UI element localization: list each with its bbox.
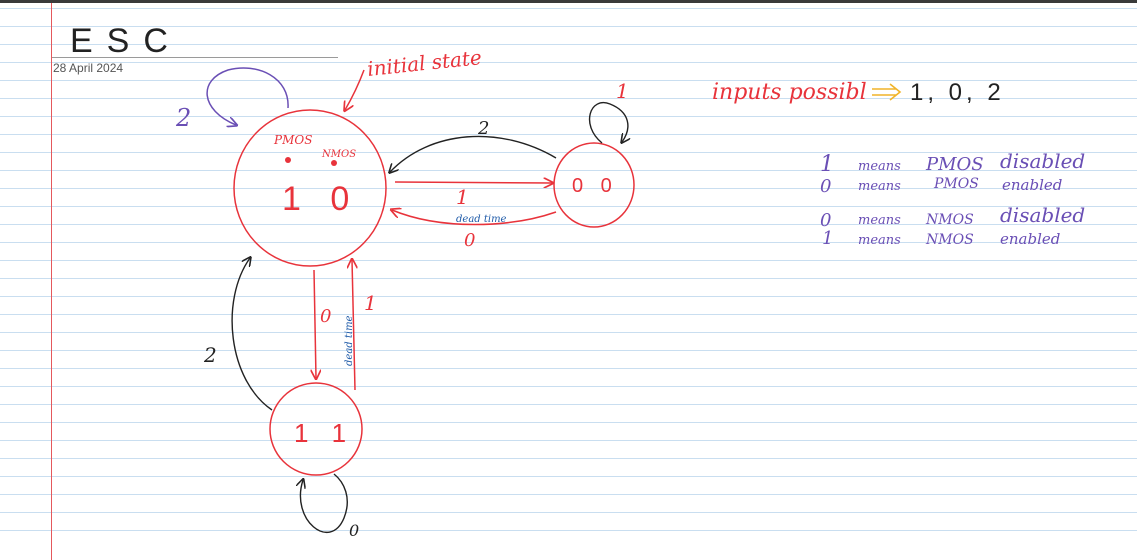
pmos-probe-dot [285,157,291,163]
self-loop-initial-label: 2 [175,104,191,132]
legend-state: enabled [1002,176,1062,194]
self-loop-right-arrow [588,101,628,143]
transition-right-to-initial-label: 2 [477,118,489,139]
state-initial-pmos-label: PMOS [273,133,312,147]
state-bottom-circle [269,382,363,476]
legend-word: means [858,233,901,248]
state-right-digits: 0 0 [572,175,618,197]
legend-row: 0 means NMOS disabled [820,203,1085,231]
transition-right-back-lower-arrow [392,210,557,226]
legend-row: 1 means NMOS enabled [822,228,1060,249]
initial-state-label: initial state [366,45,483,81]
title-underline [52,57,338,58]
legend-value: 1 [820,152,834,177]
legend-row: 1 means PMOS disabled [820,149,1085,177]
transition-right-back-lower-label: 0 [464,230,475,251]
transition-initial-to-right-label: 1 [456,185,469,209]
legend-row: 0 means PMOS enabled [820,176,1062,197]
state-initial-digits: 1 0 [282,180,359,218]
initial-state-pointer-arrow [345,69,365,110]
page-date: 28 April 2024 [53,61,124,75]
self-loop-initial-arrow [206,67,289,125]
legend-device: NMOS [925,212,974,228]
transition-bottom-to-initial-arrow [352,260,355,391]
ruled-notebook-page[interactable] [0,3,1137,560]
transition-initial-to-right-arrow [394,182,552,183]
transition-initial-to-bottom-arrow [314,269,316,378]
inputs-label: inputs possibl [712,80,867,105]
page-title: ESC [70,22,182,60]
legend-state: enabled [1000,230,1060,248]
page-margin-line [51,3,52,560]
window-top-border [0,0,1137,3]
legend-device: PMOS [925,154,984,175]
legend-word: means [858,179,901,194]
legend-device: PMOS [933,176,979,192]
transition-bottom-curve-initial-arrow [231,258,273,411]
legend-value: 1 [822,228,833,249]
dead-time-label-horizontal: dead time [456,214,507,225]
state-bottom-digits: 1 1 [294,418,354,448]
transition-right-to-initial-arrow [390,135,557,172]
transition-bottom-to-initial-label: 1 [364,291,377,315]
self-loop-bottom-arrow [300,473,348,533]
legend-state: disabled [1000,149,1085,173]
legend-device: NMOS [925,232,974,248]
inputs-values: 1, 0, 2 [910,79,1005,106]
legend-word: means [858,213,901,228]
transition-bottom-curve-initial-label: 2 [203,343,217,367]
legend-word: means [858,159,901,174]
state-initial-circle [233,109,387,267]
legend-value: 0 [820,176,831,197]
implies-arrow-icon [872,83,902,101]
legend-state: disabled [1000,203,1085,227]
legend-value: 0 [820,210,831,231]
self-loop-bottom-label: 0 [349,521,359,540]
state-initial-nmos-label: NMOS [321,149,356,160]
nmos-probe-dot [331,160,337,166]
dead-time-label-vertical: dead time [344,315,355,366]
self-loop-right-label: 1 [616,79,629,103]
transition-initial-to-bottom-label: 0 [320,306,331,327]
